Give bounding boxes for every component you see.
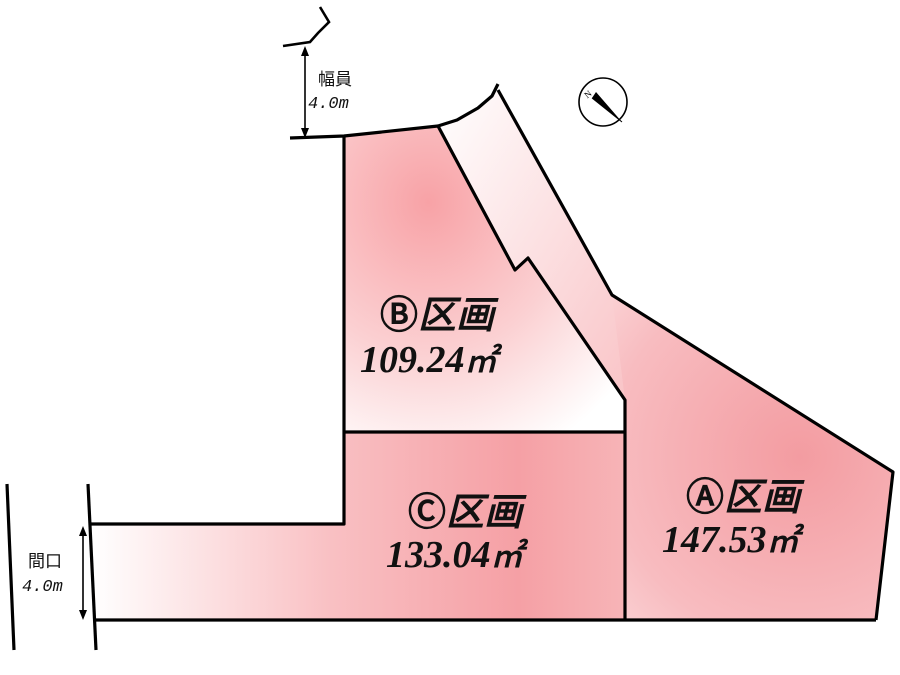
lot-b-marker: Ⓑ (380, 295, 418, 337)
lot-a-name: 区画 (724, 477, 805, 519)
lot-c-marker: Ⓒ (408, 492, 446, 534)
lot-c-area-value: 133.04 (386, 534, 491, 576)
lot-a-area: 147.53㎡ (662, 519, 805, 561)
lot-b-area-value: 109.24 (360, 339, 465, 381)
frontage-value: 4.0m (22, 578, 63, 597)
lot-a-marker: Ⓐ (686, 477, 724, 519)
lot-a-area-unit: ㎡ (767, 523, 805, 559)
lot-a-area-value: 147.53 (662, 519, 767, 561)
lot-c-title: Ⓒ区画 (408, 492, 527, 534)
road-width-value: 4.0m (308, 95, 349, 114)
frontage-label: 間口 (28, 552, 62, 572)
lot-b-parcel (344, 126, 625, 432)
parcel-outlines (5, 83, 895, 651)
lot-b-area: 109.24㎡ (360, 339, 503, 381)
lot-b-title: Ⓑ区画 (380, 295, 499, 337)
north-compass-icon: N (578, 77, 628, 127)
lot-b-name: 区画 (418, 295, 499, 337)
lot-c-area-unit: ㎡ (491, 538, 529, 574)
lot-c-area: 133.04㎡ (386, 534, 529, 576)
lot-c-name: 区画 (446, 492, 527, 534)
lot-b-area-unit: ㎡ (465, 343, 503, 379)
lot-c-parcel (91, 432, 625, 620)
lot-a-title: Ⓐ区画 (686, 477, 805, 519)
road-width-dimension (282, 6, 331, 138)
access-strip (438, 90, 625, 400)
road-width-label: 幅員 (318, 70, 352, 90)
frontage-dimension (79, 526, 87, 620)
north-label: N (582, 88, 594, 100)
